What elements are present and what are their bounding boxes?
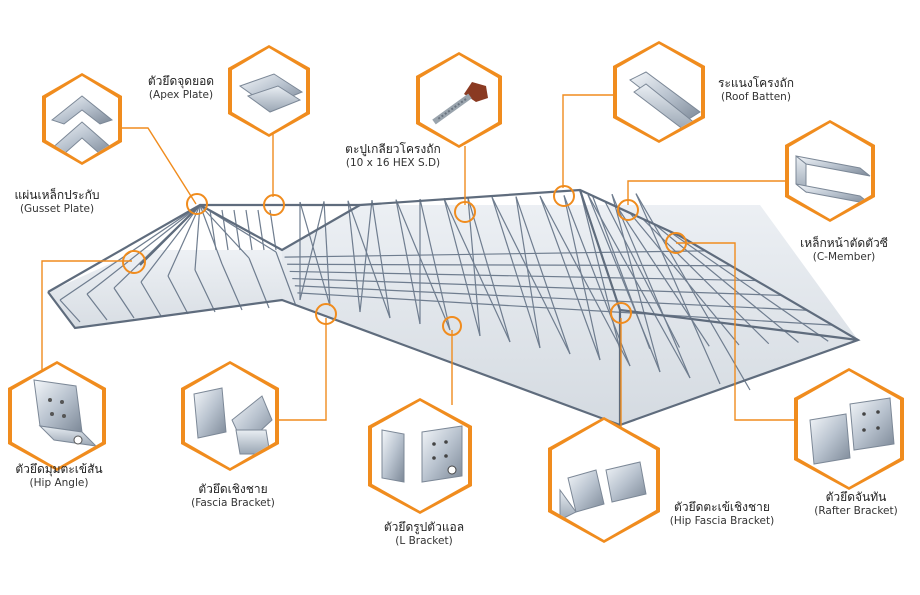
c-member-english: (C-Member) [782,251,906,264]
label-rafter-bracket: ตัวยึดจันทัน (Rafter Bracket) [798,490,914,518]
label-roof-batten: ระแนงโครงถัก (Roof Batten) [706,76,806,104]
hex-l-bracket [368,398,472,514]
leader-batten [563,95,619,188]
leader-cmember [628,181,791,205]
hip-fascia-bracket-thai: ตัวยึดตะเข้เชิงชาย [648,500,796,515]
gable-web [258,210,264,250]
roof-batten-thai: ระแนงโครงถัก [706,76,806,91]
hex-hex-screw [416,52,502,148]
c-member-thai: เหล็กหน้าตัดตัวซี [782,236,906,251]
hex-c-member [785,120,875,222]
label-apex-plate: ตัวยึดจุดยอด (Apex Plate) [126,74,236,102]
gusset-plate-thai: แผ่นเหล็กประกับ [2,188,112,203]
hex-hip-fascia-bracket [548,417,660,543]
label-hip-angle: ตัวยึดมุมตะเข้สัน (Hip Angle) [0,462,118,490]
label-c-member: เหล็กหน้าตัดตัวซี (C-Member) [782,236,906,264]
gusset-plate-english: (Gusset Plate) [2,203,112,216]
hip-angle-english: (Hip Angle) [0,477,118,490]
rafter-bracket-english: (Rafter Bracket) [798,505,914,518]
apex-plate-thai: ตัวยึดจุดยอด [126,74,236,89]
hex-apex-plate [228,45,310,137]
hex-screw-english: (10 x 16 HEX S.D) [328,157,458,170]
label-hip-fascia-bracket: ตัวยึดตะเข้เชิงชาย (Hip Fascia Bracket) [648,500,796,528]
l-bracket-icon [382,426,462,482]
l-bracket-english: (L Bracket) [364,535,484,548]
hex-hip-angle [8,361,106,471]
gable-web [234,210,240,250]
hip-angle-thai: ตัวยึดมุมตะเข้สัน [0,462,118,477]
label-fascia-bracket: ตัวยึดเชิงชาย (Fascia Bracket) [178,482,288,510]
hex-fascia-bracket [181,361,279,471]
label-gusset-plate: แผ่นเหล็กประกับ (Gusset Plate) [2,188,112,216]
roof-frame [48,190,858,425]
hex-gusset-plate [42,73,122,165]
fascia-bracket-thai: ตัวยึดเชิงชาย [178,482,288,497]
fascia-bracket-english: (Fascia Bracket) [178,497,288,510]
gable-web [210,210,216,250]
rafter-bracket-thai: ตัวยึดจันทัน [798,490,914,505]
label-hex-screw: ตะปูเกลียวโครงถัก (10 x 16 HEX S.D) [328,142,458,170]
hip-fascia-bracket-english: (Hip Fascia Bracket) [648,515,796,528]
apex-plate-english: (Apex Plate) [126,89,236,102]
label-l-bracket: ตัวยึดรูปตัวแอล (L Bracket) [364,520,484,548]
roof-batten-english: (Roof Batten) [706,91,806,104]
hex-rafter-bracket [794,368,904,490]
l-bracket-thai: ตัวยึดรูปตัวแอล [364,520,484,535]
hex-roof-batten [613,41,705,143]
hex-screw-thai: ตะปูเกลียวโครงถัก [328,142,458,157]
